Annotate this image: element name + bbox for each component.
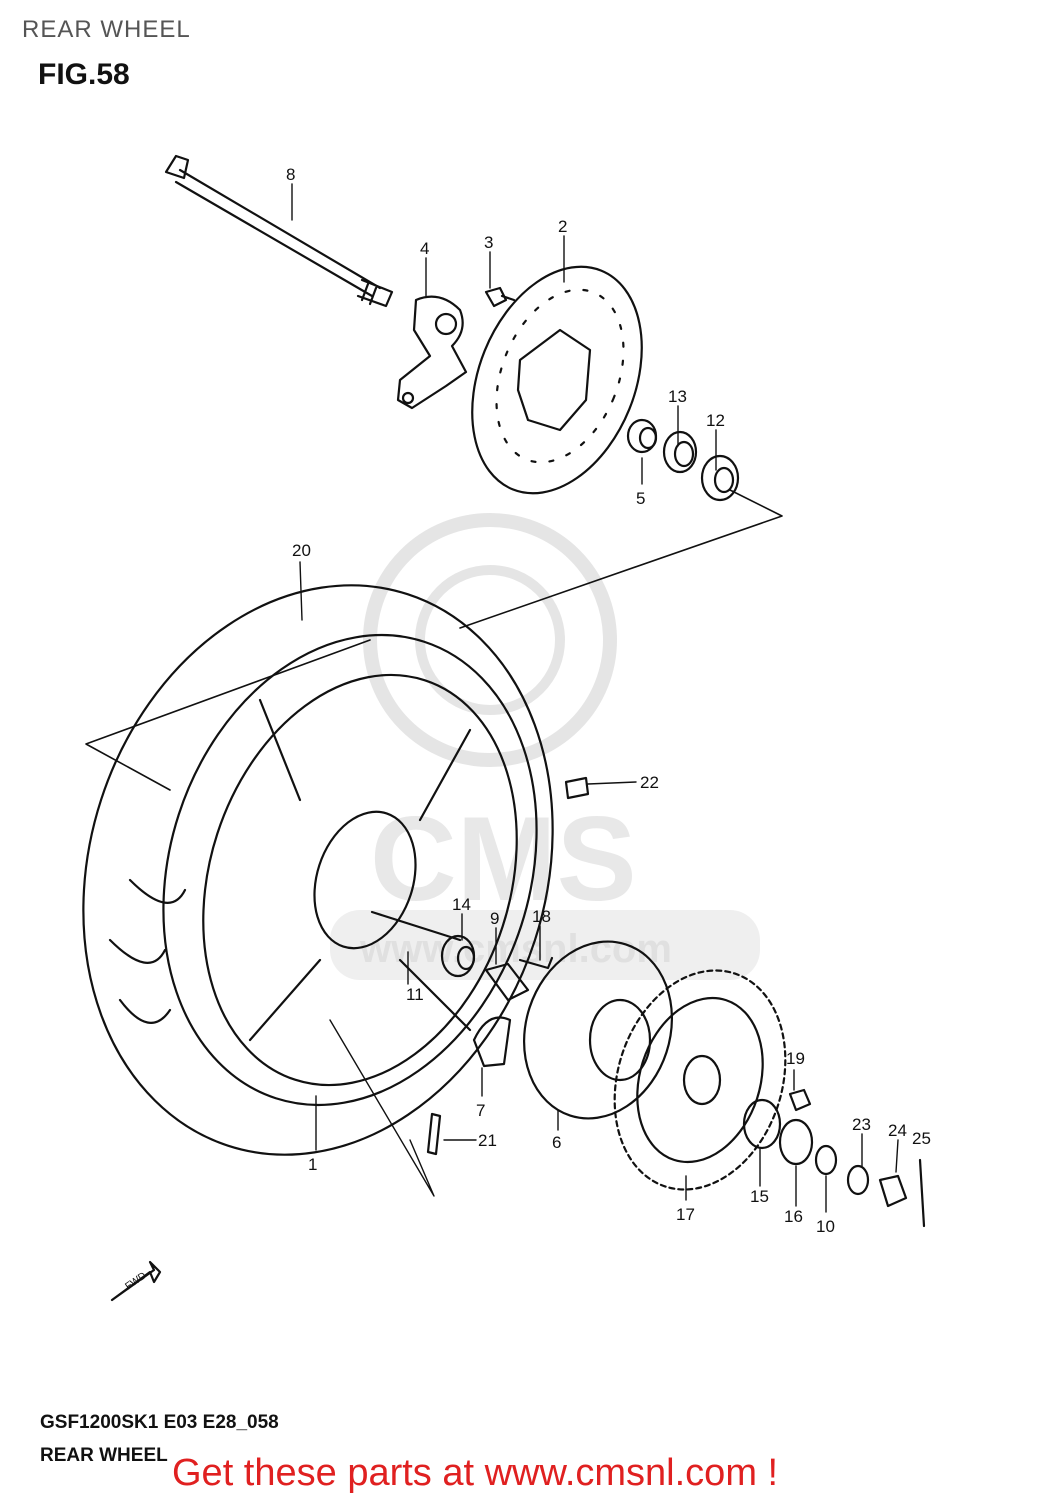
callout-11: 11: [406, 985, 424, 1004]
dust-seal-13-part: [662, 430, 698, 474]
callout-23: 23: [852, 1115, 871, 1134]
callout-3: 3: [484, 233, 493, 252]
watermark-domain: www.cmsnl.com: [359, 927, 672, 971]
callout-5: 5: [636, 489, 645, 508]
callout-18: 18: [532, 907, 551, 926]
callout-20: 20: [292, 541, 311, 560]
rear-sprocket-17-part: [613, 969, 787, 1191]
oil-seal-16-part: [778, 1118, 814, 1166]
callout-22: 22: [640, 773, 659, 792]
forward-direction-arrow: FWD: [110, 1260, 162, 1302]
callout-17: 17: [676, 1205, 695, 1224]
fwd-label: FWD: [123, 1270, 148, 1292]
callout-13: 13: [668, 387, 687, 406]
spacer-10-part: [814, 1144, 838, 1176]
rear-tire-part: [82, 584, 554, 1156]
axle-part: [164, 154, 394, 308]
sprocket-drum-6-part: [522, 940, 674, 1120]
washer-23-part: [846, 1164, 870, 1196]
callout-21: 21: [478, 1131, 497, 1150]
callout-16: 16: [784, 1207, 803, 1226]
diagram-code: GSF1200SK1 E03 E28_058: [40, 1412, 279, 1433]
header-title: REAR WHEEL: [22, 16, 191, 43]
callout-6: 6: [552, 1133, 561, 1152]
hub-spacer-11-part: [370, 910, 462, 942]
sprocket-bolt-18-part: [518, 956, 554, 970]
bolt-part: [484, 286, 516, 308]
callout-10: 10: [816, 1217, 835, 1236]
bearing-15-part: [742, 1098, 782, 1150]
cush-damper-7-part: [472, 1016, 512, 1068]
callout-1: 1: [308, 1155, 317, 1174]
figure-label: FIG.58: [38, 58, 130, 91]
callout-9: 9: [490, 909, 499, 928]
sprocket-nut-19-part: [788, 1088, 812, 1112]
callout-14: 14: [452, 895, 471, 914]
callout-8: 8: [286, 165, 295, 184]
balance-weight-22-part: [564, 776, 590, 800]
bearing-12-part: [700, 454, 740, 502]
callout-12: 12: [706, 411, 725, 430]
callout-25: 25: [912, 1129, 931, 1148]
rear-brake-disc-part: [471, 265, 643, 495]
bearing-14-part: [440, 934, 476, 978]
callout-19: 19: [786, 1049, 805, 1068]
callout-7: 7: [476, 1101, 485, 1120]
callout-numbers: 1 2 3 4 5 6 7 8 9 10 11 12 13 14 15 16 1…: [286, 165, 931, 1236]
spacer-9-part: [484, 962, 530, 1002]
rear-wheel-part: [202, 673, 518, 1087]
callout-4: 4: [420, 239, 429, 258]
caliper-bracket-part: [396, 295, 468, 410]
spacer-5-part: [626, 418, 658, 454]
callout-24: 24: [888, 1121, 907, 1140]
tire-valve-21-part: [426, 1112, 442, 1156]
get-parts-link[interactable]: Get these parts at www.cmsnl.com !: [172, 1452, 779, 1494]
cotter-pin-25-part: [918, 1158, 926, 1228]
watermark-brand: CMS: [370, 792, 637, 926]
callout-2: 2: [558, 217, 567, 236]
diagram-caption: REAR WHEEL: [40, 1445, 168, 1466]
axle-nut-24-part: [878, 1174, 908, 1208]
leader-lines: [291, 183, 899, 1213]
callout-15: 15: [750, 1187, 769, 1206]
